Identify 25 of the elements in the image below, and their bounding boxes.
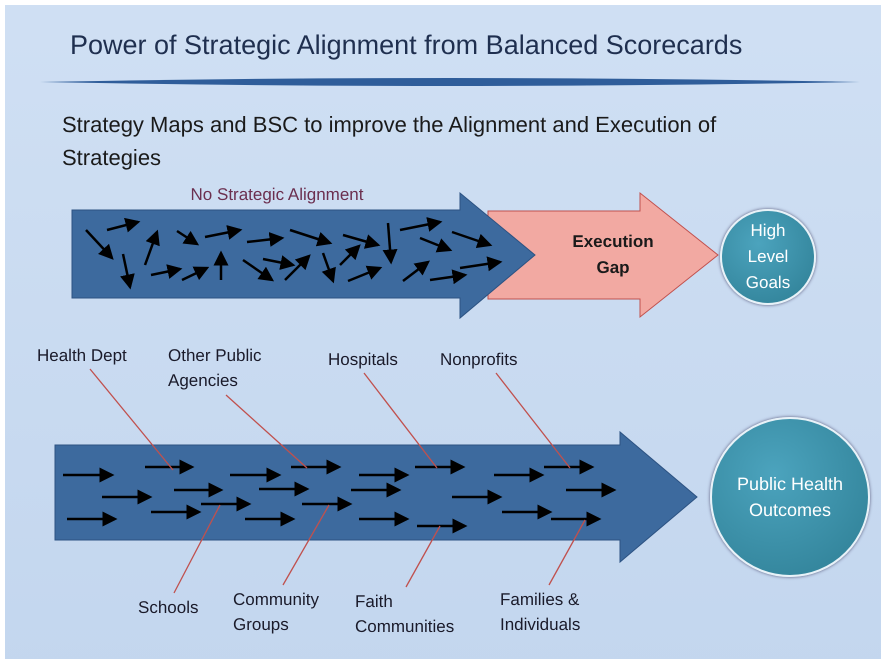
leader-line bbox=[405, 526, 441, 588]
arrow-heading: No Strategic Alignment bbox=[190, 185, 364, 205]
block-arrow bbox=[72, 185, 535, 318]
leader-line bbox=[495, 372, 571, 468]
leader-line bbox=[226, 394, 308, 468]
edge-label: Execution Gap bbox=[571, 231, 655, 279]
callout-label: Other Public Agencies bbox=[168, 343, 288, 393]
leader-line bbox=[363, 372, 438, 468]
subtitle: Strategy Maps and BSC to improve the Alignment and Execution of Strategies bbox=[62, 111, 718, 172]
callout-label: Faith Communities bbox=[355, 589, 481, 641]
block-arrow bbox=[55, 432, 697, 562]
block-arrow bbox=[488, 192, 719, 318]
leader-line bbox=[548, 520, 586, 586]
leader-line bbox=[173, 504, 221, 594]
callout-label: Community Groups bbox=[233, 587, 345, 639]
callout-label: Nonprofits bbox=[440, 347, 538, 371]
circle-label: Public Health Outcomes bbox=[736, 473, 844, 522]
leader-line bbox=[90, 368, 174, 470]
title: Power of Strategic Alignment from Balanced Scorecards bbox=[70, 30, 744, 61]
callout-label: Health Dept bbox=[37, 343, 147, 367]
circle-label: High Level Goals bbox=[744, 220, 792, 294]
callout-label: Hospitals bbox=[328, 347, 414, 371]
callout-label: Schools bbox=[138, 595, 212, 619]
callout-label: Families & Individuals bbox=[500, 587, 624, 639]
leader-line bbox=[282, 504, 330, 586]
